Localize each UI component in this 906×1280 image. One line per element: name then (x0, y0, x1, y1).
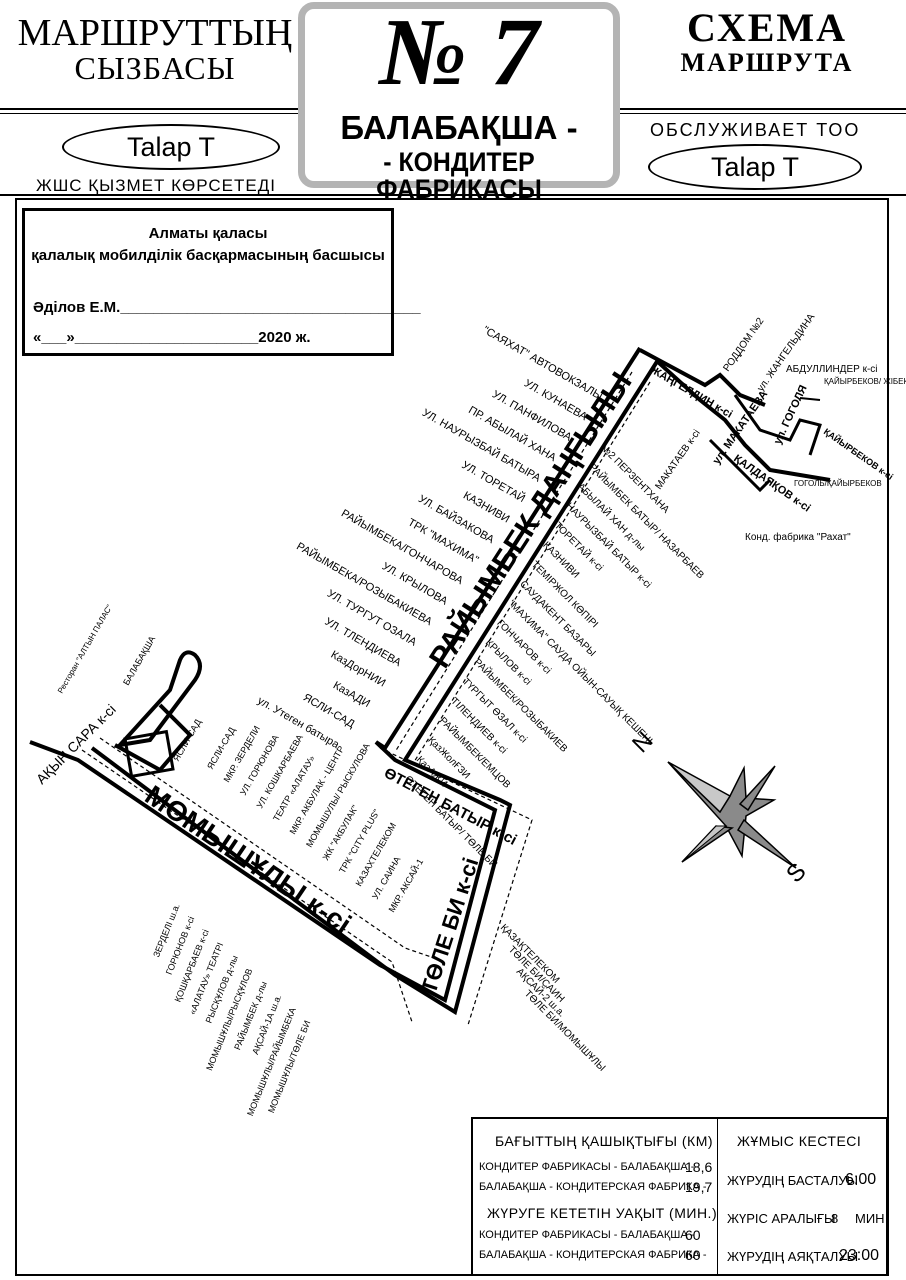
stop-label: ГОГОЛЬ/ҚАЙЫРБЕКОВ (794, 479, 882, 488)
schedule-end-value: 23:00 (839, 1247, 880, 1264)
operator-badge-right: Talap T (648, 144, 862, 190)
approval-city: Алматы қаласы (148, 225, 268, 242)
info-divider (717, 1119, 718, 1274)
route-outline-outer (29, 346, 642, 1003)
time-header: ЖҮРУГЕ КЕТЕТІН УАҚЫТ (МИН.) (487, 1205, 718, 1221)
time-row-2-label: БАЛАБАҚША - КОНДИТЕРСКАЯ ФАБРИКА - (479, 1249, 707, 1261)
distance-row-2-value: 19,7 (685, 1179, 713, 1195)
served-by-ru: ОБСЛУЖИВАЕТ ТОО (650, 120, 861, 140)
street-label-kaiyrbekov: ҚАЙЫРБЕКОВ к-сі (822, 426, 896, 482)
street-label-akyn-sara: АҚЫН САРА к-сі (33, 701, 119, 787)
time-row-2-value: 60 (685, 1247, 701, 1263)
map-frame (15, 198, 889, 1276)
route-number-box (298, 2, 620, 188)
east-branch-1 (639, 348, 766, 407)
schedule-end-label: ЖҮРУДІҢ АЯҚТАЛУЫ (727, 1249, 859, 1264)
stop-label: ТІЛЕНДИЕВ к-сі (448, 696, 508, 756)
street-label-abdullinder: АБДУЛЛИНДЕР к-сі (786, 364, 878, 375)
schedule-interval-label: ЖҮРІС АРАЛЫҒЫ (727, 1211, 836, 1226)
header-bottom-rule (0, 194, 906, 196)
west-loop-building (123, 729, 175, 779)
stop-label: БАЛАБАҚША (121, 634, 157, 687)
route-dashed-4 (99, 737, 441, 961)
approval-title: қалалық мобилділік басқармасының басшысы (31, 247, 385, 264)
schedule-header: ЖҰМЫС КЕСТЕСІ (737, 1133, 862, 1149)
header-title-ru-2: МАРШРУТА (680, 48, 854, 77)
stop-label: КазАДИ (331, 679, 372, 710)
route-dashed-2 (413, 381, 651, 763)
approval-signer: Әділов Е.М._____________________________… (33, 299, 421, 316)
street-label-zhangeldin: ЖАҢГЕЛДИН к-сі (648, 364, 735, 421)
west-loop-road (114, 703, 193, 773)
route-outline-inner (90, 358, 660, 1016)
time-row-1-label: КОНДИТЕР ФАБРИКАСЫ - БАЛАБАҚША - (479, 1229, 695, 1241)
east-branch-3 (733, 394, 822, 456)
schedule-interval-unit: МИН (855, 1211, 885, 1226)
stop-label: ГОНЧАРОВ к-сі (494, 618, 553, 677)
schedule-start-value: 6:00 (845, 1171, 877, 1188)
approval-box: Алматы қаласы қалалық мобилділік басқарм… (22, 208, 421, 356)
stop-label: МАКАТАЕВ к-сі (653, 428, 702, 492)
compass-s-label: S (781, 858, 811, 888)
stop-label: ПР. АБЫЛАЙ ХАНА (466, 403, 559, 464)
compass-rose: N S (627, 727, 811, 888)
route-dashed-1 (394, 371, 633, 753)
distance-row-2-label: БАЛАБАҚША - КОНДИТЕРСКАЯ ФАБРИКА - (479, 1181, 707, 1193)
schedule-start-label: ЖҮРУДІҢ БАСТАЛУЫ (727, 1173, 859, 1188)
route-name-line-1: БАЛАБАҚША - (340, 109, 578, 146)
distance-row-1-label: КОНДИТЕР ФАБРИКАСЫ - БАЛАБАҚША - (479, 1161, 695, 1173)
distance-row-1-value: 18,6 (685, 1159, 713, 1175)
time-row-1-value: 60 (685, 1227, 701, 1243)
served-by-kz: ЖШС ҚЫЗМЕТ КӨРСЕТЕДІ (36, 176, 276, 195)
stop-label: ТӨЛЕ БИ/МОМЫШҰЛЫ (522, 988, 608, 1074)
route-dashed-5 (379, 747, 533, 1026)
stop-label: РАЙЫМБЕК БАТЫР/ НАЗАРБАЕВ (586, 460, 707, 581)
stop-label: РОДДОМ №2 (721, 316, 766, 374)
header-title-ru-1: СХЕМА (686, 5, 848, 50)
stop-label: Ресторан "АЛТЫН ПАЛАС" (56, 603, 114, 695)
east-branch-2 (656, 360, 831, 482)
stop-label: ҚАЙЫРБЕКОВ/ ЖІБЕК ЖОЛЫ (824, 377, 906, 386)
west-loop (114, 650, 202, 748)
stop-label: Конд. фабрика "Рахат" (745, 531, 851, 543)
approval-date: «___»______________________2020 ж. (33, 329, 311, 346)
header-title-kz-1: МАРШРУТТЫҢ (17, 12, 293, 54)
route-number: № 7 (379, 0, 539, 105)
operator-badge-left: Talap T (62, 124, 280, 170)
stop-label: ЯСЛИ-САД (171, 717, 203, 763)
route-info-table: БАҒЫТТЫҢ ҚАШЫҚТЫҒЫ (КМ) КОНДИТЕР ФАБРИКА… (471, 1117, 888, 1276)
east-branch-5 (799, 397, 821, 401)
header-title-kz-2: СЫЗБАСЫ (74, 50, 236, 86)
schedule-interval-value: 8 (831, 1211, 839, 1226)
east-branch-4 (708, 438, 772, 493)
stop-label: "МАХИМА" САУДА ОЙЫН-САУЫҚ КЕШЕНІ (506, 597, 656, 747)
route-line (29, 346, 831, 1026)
distance-header: БАҒЫТТЫҢ ҚАШЫҚТЫҒЫ (КМ) (495, 1133, 714, 1149)
